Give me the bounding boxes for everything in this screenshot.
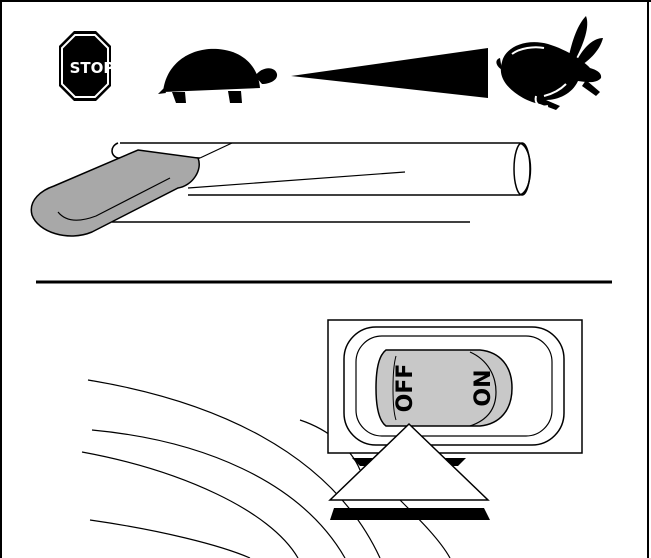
turtle-icon — [158, 49, 277, 103]
switch-off-label: OFF — [393, 364, 418, 413]
rabbit-icon — [496, 16, 603, 110]
stop-sign-icon: STOP — [59, 31, 114, 101]
stop-sign-label: STOP — [70, 59, 115, 77]
switch-on-label: ON — [471, 369, 496, 406]
rocker-switch[interactable]: OFF ON — [328, 320, 582, 453]
throttle-handle[interactable] — [31, 150, 199, 236]
throttle-lever-icon[interactable] — [31, 143, 530, 236]
speed-ramp-wedge — [291, 48, 488, 98]
